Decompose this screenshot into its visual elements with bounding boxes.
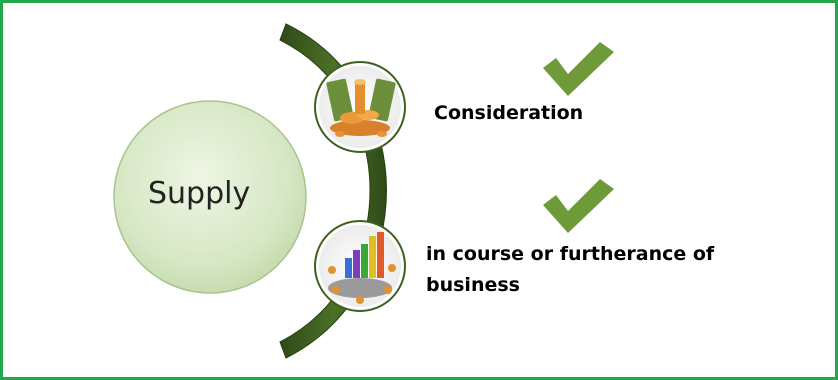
- supply-label: Supply: [148, 176, 251, 211]
- business-label-line2: business: [426, 274, 520, 296]
- check-icon-2: [543, 179, 614, 233]
- money-pile-icon: [314, 61, 406, 153]
- business-label-line1: in course or furtherance of: [426, 243, 715, 265]
- check-icon-1: [543, 42, 614, 96]
- consideration-label: Consideration: [434, 102, 584, 124]
- supply-circle: [113, 100, 307, 294]
- business-meeting-icon: [314, 220, 406, 312]
